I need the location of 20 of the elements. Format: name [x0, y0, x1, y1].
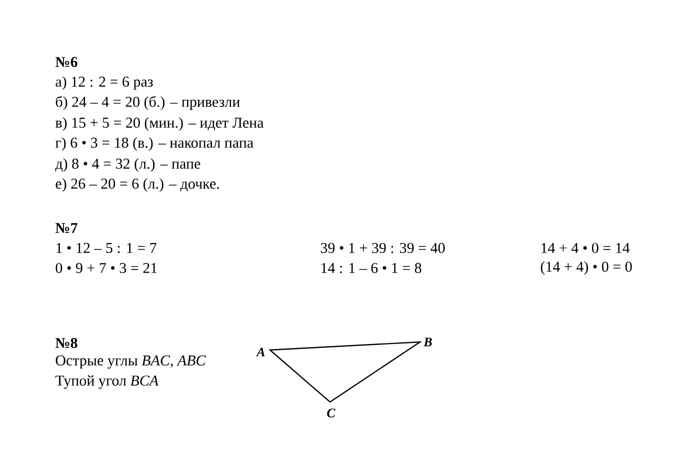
answer-text: г) 6 • 3 = 18 (в.) – накопал папа [55, 137, 254, 151]
answer-text: Острые углы BAC, ABC [56, 355, 206, 369]
vertex-label: A [256, 348, 265, 356]
task-number: №8 [55, 338, 78, 348]
vertex-label: B [424, 338, 432, 346]
answer-text: 39 • 1 + 39 : 39 = 40 [320, 242, 445, 254]
answer-text: 1 • 12 – 5 : 1 = 7 [56, 242, 156, 254]
answer-text: а) 12 : 2 = 6 раз [56, 76, 153, 90]
answer-text: д) 8 • 4 = 32 (л.) – папе [55, 158, 200, 172]
task-number: №6 [55, 56, 78, 68]
vertex-label: C [327, 408, 336, 418]
answer-text: е) 26 – 20 = 6 (л.) – дочке. [56, 178, 219, 192]
answer-text: 14 + 4 • 0 = 14 [542, 242, 630, 254]
answer-text: 0 • 9 + 7 • 3 = 21 [56, 262, 157, 274]
answer-text: 14 : 1 – 6 • 1 = 8 [322, 262, 422, 274]
task-number: №7 [55, 223, 78, 233]
answer-text: Тупой угол BCA [55, 375, 159, 389]
answer-text: б) 24 – 4 = 20 (б.) – привезли [56, 96, 240, 110]
answer-text: (14 + 4) • 0 = 0 [540, 261, 632, 275]
answer-text: в) 15 + 5 = 20 (мин.) – идет Лена [55, 117, 264, 131]
